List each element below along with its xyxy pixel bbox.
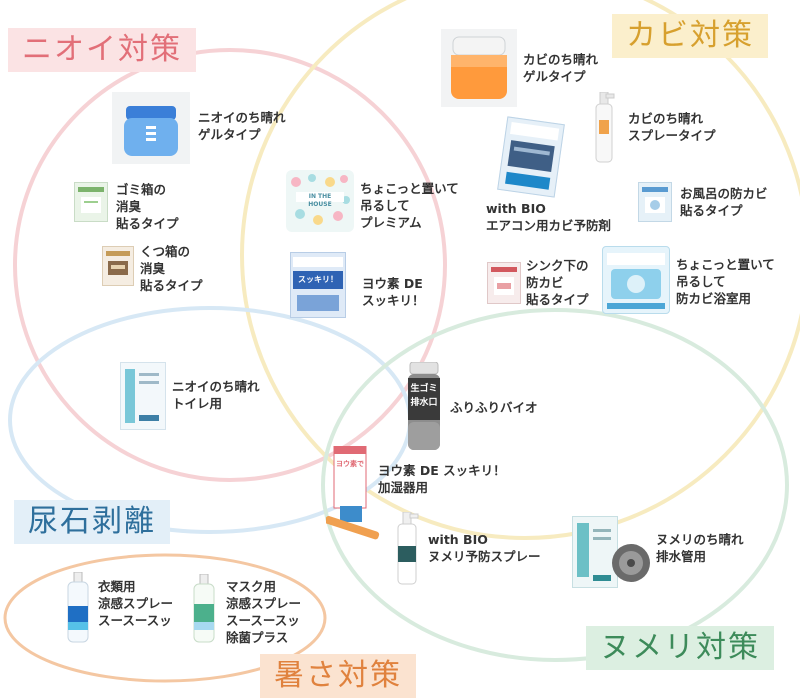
product-label-iodine-humidifier: ヨウ素 DE スッキリ！加湿器用 [378, 463, 506, 495]
product-label-shoe-box: くつ箱の消臭貼るタイプ [140, 244, 203, 293]
product-label-drain-pipe: ヌメリのち晴れ排水管用 [656, 532, 744, 564]
sink-sticker-pack-icon [487, 262, 521, 304]
urinestone-category-label: 尿石剥離 [14, 500, 170, 544]
product-label-place-hang-premium: ちょこっと置いて吊るしてプレミアム [360, 181, 459, 230]
aircon-pack-icon [497, 116, 565, 198]
bath-pouch-icon [602, 246, 670, 314]
product-label-bath-place-hang: ちょこっと置いて吊るして防カビ浴室用 [676, 257, 775, 306]
yosode-text: ヨウ素で [336, 460, 364, 468]
the-house-text: IN THE HOUSE [308, 193, 332, 208]
polka-dot-pouch-icon: IN THE HOUSE [286, 170, 354, 232]
drain-pipe-pack-icon [572, 516, 618, 588]
drain-cover-icon [610, 542, 652, 584]
mold-category-label: カビ対策 [612, 14, 768, 58]
product-label-furifuri-bio: ふりふりバイオ [450, 400, 538, 415]
product-label-trash-sticker: ゴミ箱の消臭貼るタイプ [116, 182, 179, 231]
product-label-bath-mold: お風呂の防カビ貼るタイプ [680, 186, 768, 218]
heat-category-label: 暑さ対策 [260, 654, 416, 698]
mold-circle [240, 0, 800, 540]
heat-circle [3, 553, 327, 683]
shoe-box-pack-icon [102, 246, 134, 286]
iodine-pack-text: スッキリ！ [298, 275, 338, 284]
product-label-mask-cool: マスク用涼感スプレースースースッ除菌プラス [226, 579, 302, 645]
haisuikou-text: 排水口 [410, 398, 438, 408]
white-spray-bottle-icon [592, 91, 616, 164]
slime-category-label: ヌメリ対策 [586, 626, 774, 670]
slime-circle [321, 308, 789, 662]
product-label-odor-gel: ニオイのち晴れゲルタイプ [198, 110, 286, 142]
drain-shaker-bottle-icon: 生ゴミ 排水口 [404, 361, 444, 452]
odor-circle [13, 48, 447, 482]
blue-gel-jar-icon [112, 92, 190, 164]
product-label-toilet: ニオイのち晴れトイレ用 [172, 379, 260, 411]
orange-gel-jar-icon [441, 29, 517, 107]
blue-spray-bottle-icon [64, 571, 92, 644]
humidifier-stick-icon: ヨウ素で [324, 445, 380, 542]
odor-category-label: ニオイ対策 [8, 28, 196, 72]
iodine-pack-icon: スッキリ！ [290, 252, 346, 318]
product-label-mold-spray: カビのち晴れスプレータイプ [628, 111, 716, 143]
product-label-mold-gel: カビのち晴れゲルタイプ [523, 52, 599, 84]
green-spray-bottle-icon [190, 573, 218, 644]
product-label-clothes-cool: 衣類用涼感スプレースースースッ [98, 579, 174, 628]
product-label-sink-mold: シンク下の防カビ貼るタイプ [526, 258, 589, 307]
green-sticker-pack-icon [74, 182, 108, 222]
namagomi-text: 生ゴミ [410, 384, 438, 394]
toilet-pack-icon [120, 362, 166, 430]
slime-spray-bottle-icon [395, 511, 419, 586]
bath-sticker-pack-icon [638, 182, 672, 222]
